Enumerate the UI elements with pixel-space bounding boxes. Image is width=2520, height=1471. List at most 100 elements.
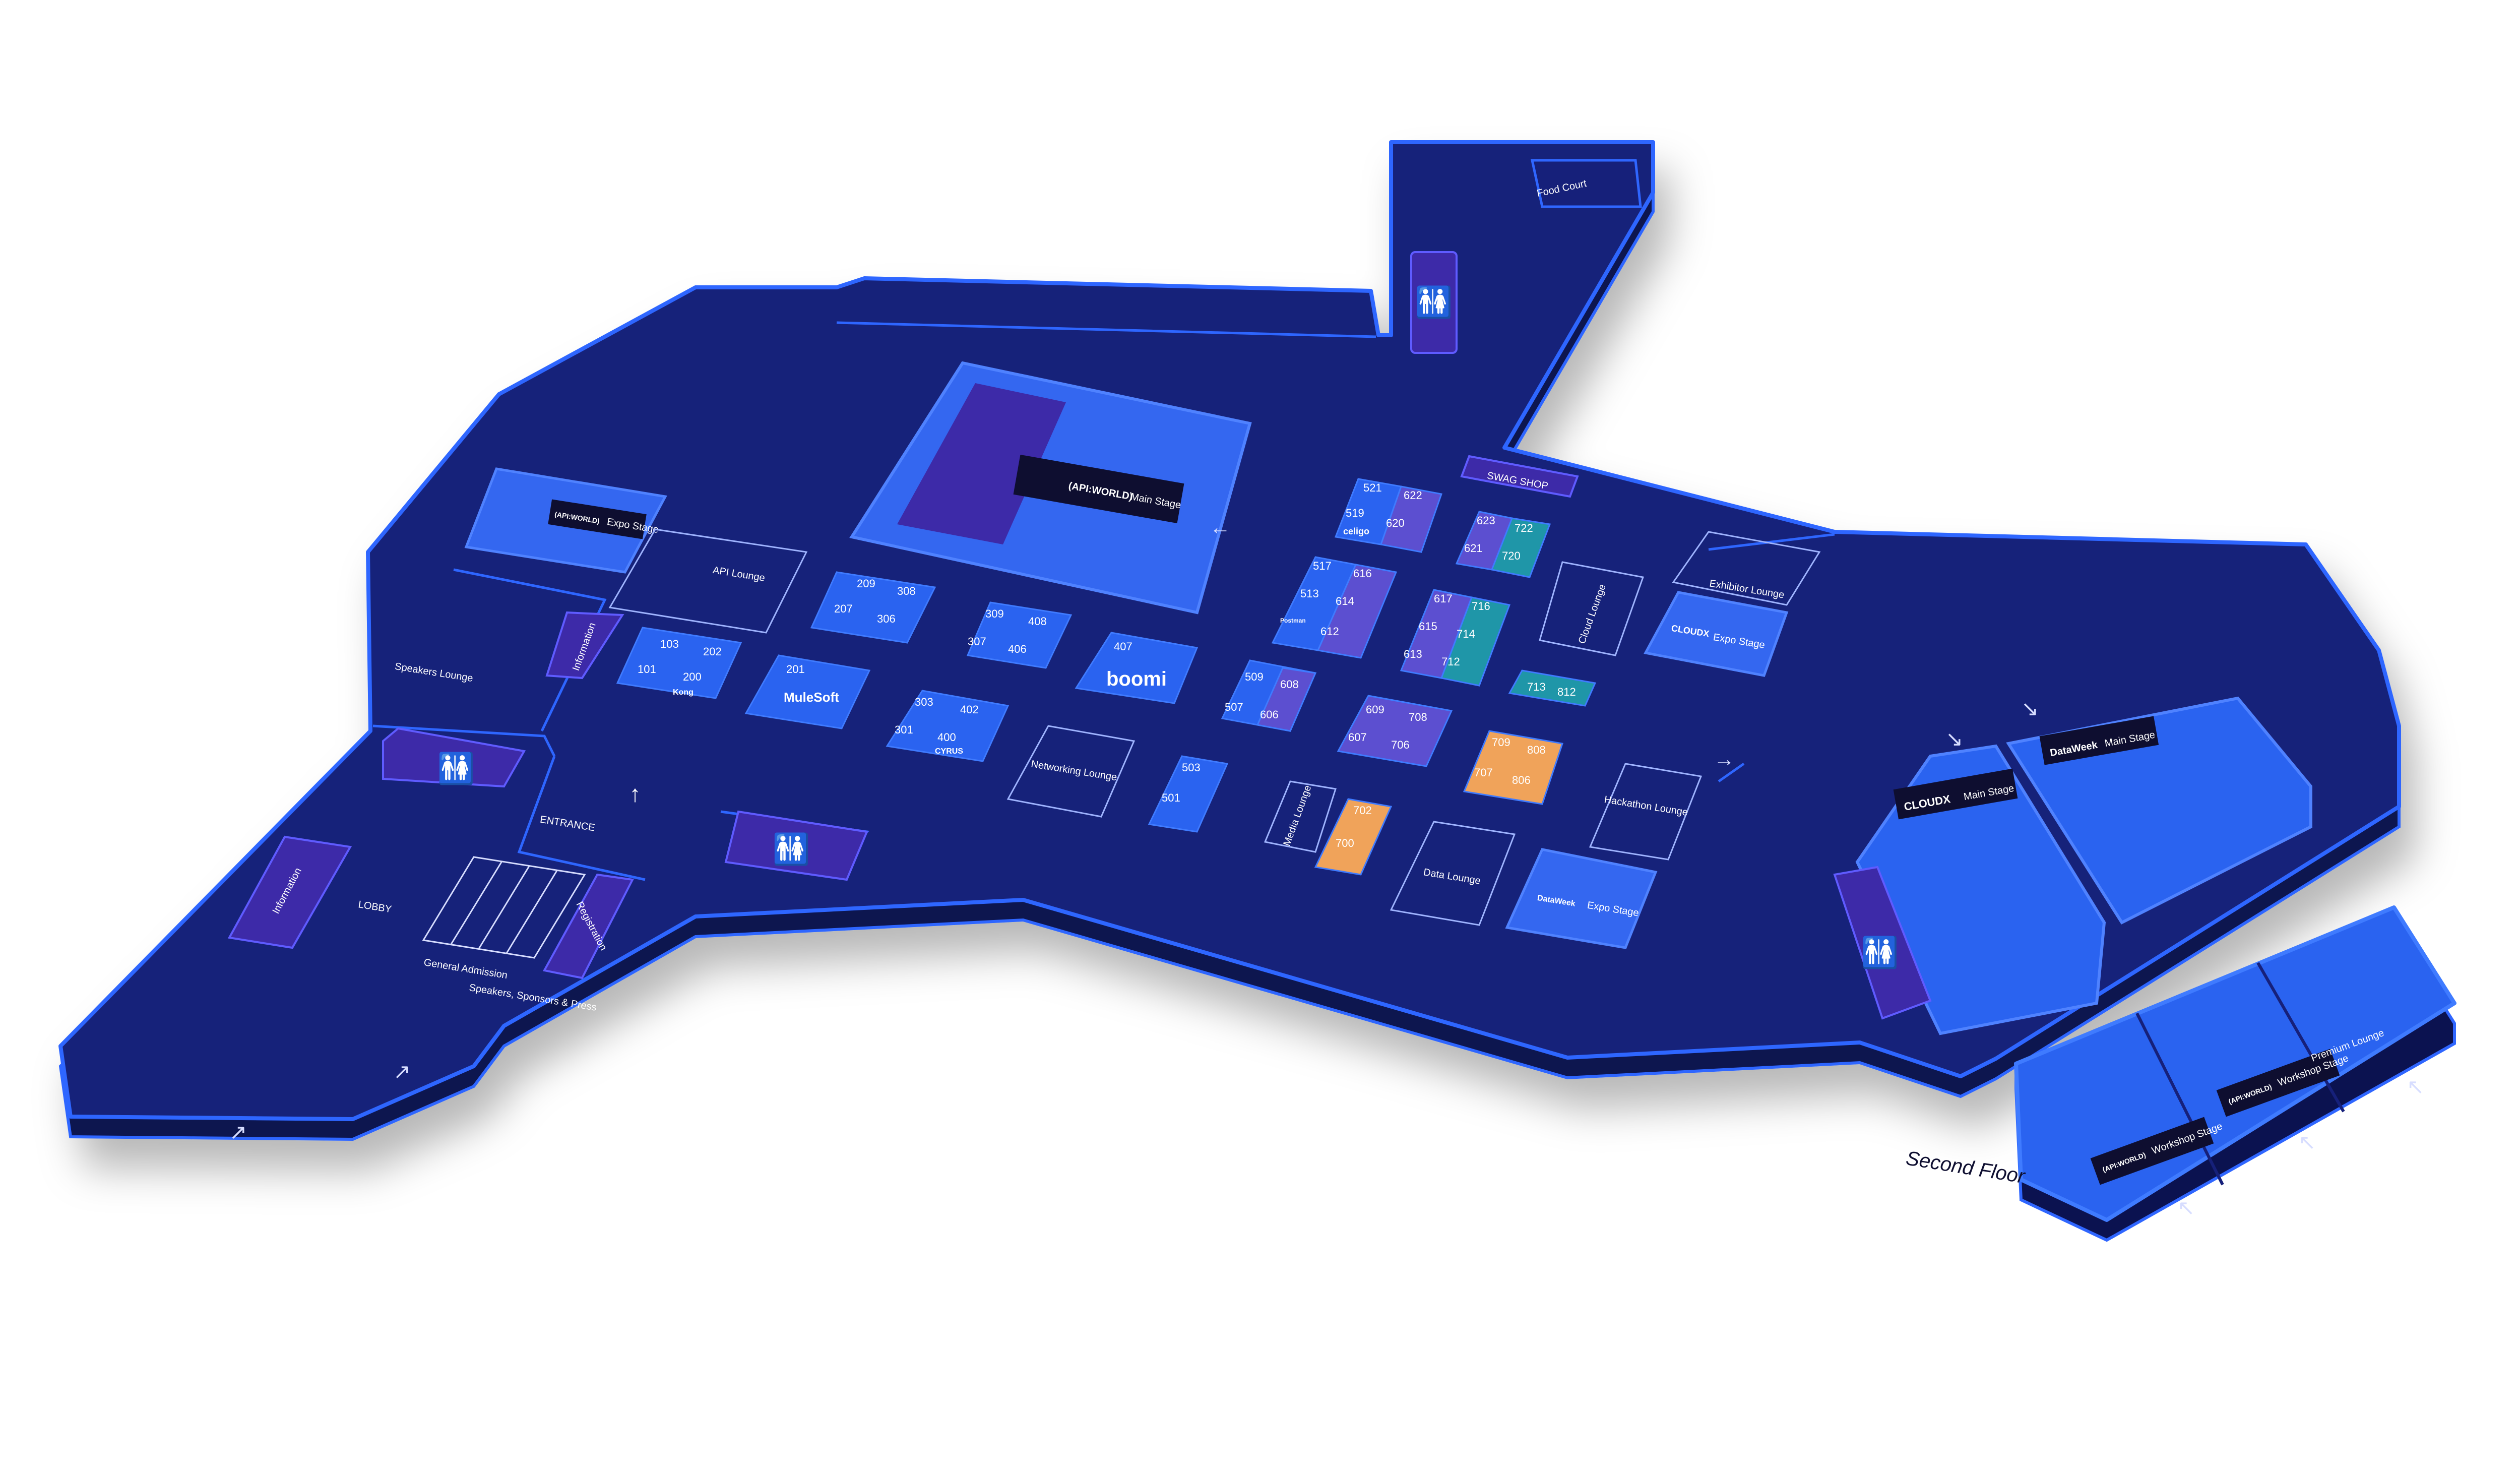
booth-group-623: 623 722 621 720: [1455, 511, 1551, 578]
booth-400[interactable]: 400: [937, 731, 956, 744]
restroom-icon: 🚻: [1861, 935, 1899, 970]
door-arrows: ← → ↘ ↘ ↗ ↗ ↖ ↖ ↖: [229, 515, 2424, 1219]
booth-623[interactable]: 623: [1477, 514, 1495, 527]
booth-201[interactable]: 201: [786, 663, 805, 676]
main-stage-sign: [1013, 454, 1184, 524]
brand-cyrus: CYRUS: [935, 747, 963, 756]
booth-714[interactable]: 714: [1457, 628, 1475, 640]
booth-700[interactable]: 700: [1336, 837, 1354, 849]
booth-812[interactable]: 812: [1557, 686, 1576, 698]
booth-307[interactable]: 307: [968, 635, 986, 648]
booth-group-100: 103 202 101 200 Kong: [616, 627, 742, 699]
registration-booth[interactable]: Registration: [542, 873, 635, 979]
booth-614[interactable]: 614: [1336, 595, 1354, 607]
arrow-icon: ↗: [393, 1060, 411, 1083]
booth-606[interactable]: 606: [1260, 708, 1279, 721]
booth-806[interactable]: 806: [1512, 774, 1531, 786]
booth-303[interactable]: 303: [915, 696, 933, 708]
brand-boomi: boomi: [1106, 668, 1167, 690]
booth-612[interactable]: 612: [1320, 625, 1339, 638]
floor-surface: [58, 140, 2401, 1121]
booth-group-309: 309 408 307 406: [966, 601, 1073, 669]
booth-720[interactable]: 720: [1502, 549, 1521, 562]
booth-200[interactable]: 200: [683, 670, 702, 683]
booth-group-521: 521 622 519 620 celigo: [1334, 478, 1442, 553]
booth-103[interactable]: 103: [660, 638, 679, 650]
restroom-center[interactable]: 🚻: [724, 810, 868, 881]
booth-707[interactable]: 707: [1474, 766, 1493, 779]
lounges: [608, 528, 1821, 926]
booth-513[interactable]: 513: [1300, 587, 1319, 600]
cloudx-main-stage[interactable]: CLOUDX Main Stage: [1855, 744, 2106, 1035]
booth-101[interactable]: 101: [638, 663, 656, 676]
booth-207[interactable]: 207: [834, 602, 853, 615]
second-floor-surface: [2014, 905, 2456, 1222]
booth-617[interactable]: 617: [1434, 592, 1453, 605]
booth-621[interactable]: 621: [1464, 542, 1483, 555]
arrow-icon: ↘: [1945, 727, 1963, 751]
booth-519[interactable]: 519: [1346, 507, 1364, 519]
dataweek-main-stage[interactable]: DataWeek Main Stage: [2006, 696, 2312, 925]
booth-group-713: 713 812: [1508, 669, 1597, 707]
cloud-expo-stage[interactable]: CLOUDX Expo Stage: [1644, 591, 1789, 677]
booth-616[interactable]: 616: [1353, 567, 1372, 580]
booth-613[interactable]: 613: [1404, 648, 1422, 660]
booth-406[interactable]: 406: [1008, 643, 1027, 655]
booth-group-517: 517 616 513 614 612 Postman: [1271, 556, 1398, 659]
booth-607[interactable]: 607: [1348, 731, 1367, 744]
second-floor-label: Second Floor: [1905, 1147, 2028, 1188]
information-booth-upper[interactable]: Information: [545, 611, 624, 680]
booth-712[interactable]: 712: [1441, 655, 1460, 668]
booth-709[interactable]: 709: [1492, 736, 1510, 749]
booth-609[interactable]: 609: [1366, 703, 1384, 716]
queue-lanes: [422, 856, 586, 959]
information-booth-lobby[interactable]: Information: [227, 835, 352, 949]
arrow-icon: ↖: [2407, 1075, 2424, 1098]
brand-celigo: celigo: [1343, 526, 1369, 536]
booth-620[interactable]: 620: [1386, 517, 1405, 529]
booth-202[interactable]: 202: [703, 645, 722, 658]
restroom-icon: 🚻: [437, 751, 475, 786]
booth-503[interactable]: 503: [1182, 761, 1201, 774]
main-stage[interactable]: (API:WORLD) Main Stage: [849, 361, 1252, 615]
arrow-icon: ←: [1210, 515, 1231, 539]
booth-309[interactable]: 309: [985, 607, 1004, 620]
booth-509[interactable]: 509: [1245, 670, 1264, 683]
booth-308[interactable]: 308: [897, 585, 916, 597]
booth-408[interactable]: 408: [1028, 615, 1047, 628]
main-floor: [58, 140, 2401, 1141]
booth-301[interactable]: 301: [895, 723, 913, 736]
booth-group-709: 709 808 707 806: [1463, 730, 1563, 805]
booth-608[interactable]: 608: [1280, 678, 1299, 691]
entrance-arrow-icon: ↑: [629, 780, 641, 807]
restroom-right[interactable]: 🚻: [1833, 866, 1932, 1020]
booth-306[interactable]: 306: [877, 612, 896, 625]
booth-501[interactable]: 501: [1162, 791, 1180, 804]
booth-722[interactable]: 722: [1515, 522, 1533, 534]
booth-521[interactable]: 521: [1363, 481, 1382, 494]
booth-702[interactable]: 702: [1353, 804, 1372, 817]
food-court: Food Court 🚻: [1410, 159, 1642, 354]
booth-group-509: 509 608 507 606: [1221, 659, 1317, 732]
booth-407[interactable]: 407: [1114, 640, 1132, 653]
restroom-icon-food-court[interactable]: [1410, 251, 1458, 354]
booth-622[interactable]: 622: [1404, 489, 1422, 502]
booth-708[interactable]: 708: [1409, 711, 1427, 723]
arrow-icon: ↗: [229, 1120, 247, 1144]
booth-716[interactable]: 716: [1472, 600, 1490, 612]
restroom-upper-left[interactable]: 🚻: [382, 727, 526, 788]
api-expo-stage[interactable]: (API:WORLD) Expo Stage: [464, 467, 667, 574]
booth-615[interactable]: 615: [1419, 620, 1437, 633]
booth-713[interactable]: 713: [1527, 681, 1546, 693]
brand-postman: Postman: [1280, 617, 1306, 624]
booth-706[interactable]: 706: [1391, 739, 1410, 751]
booth-209[interactable]: 209: [857, 577, 875, 590]
data-expo-stage[interactable]: DataWeek Expo Stage: [1505, 848, 1658, 949]
booth-808[interactable]: 808: [1527, 744, 1546, 756]
restroom-icon: 🚻: [773, 832, 810, 867]
booth-group-617: 617 716 615 714 613 712: [1400, 589, 1511, 687]
booth-517[interactable]: 517: [1313, 560, 1332, 572]
booth-507[interactable]: 507: [1225, 701, 1243, 713]
booth-402[interactable]: 402: [960, 703, 979, 716]
